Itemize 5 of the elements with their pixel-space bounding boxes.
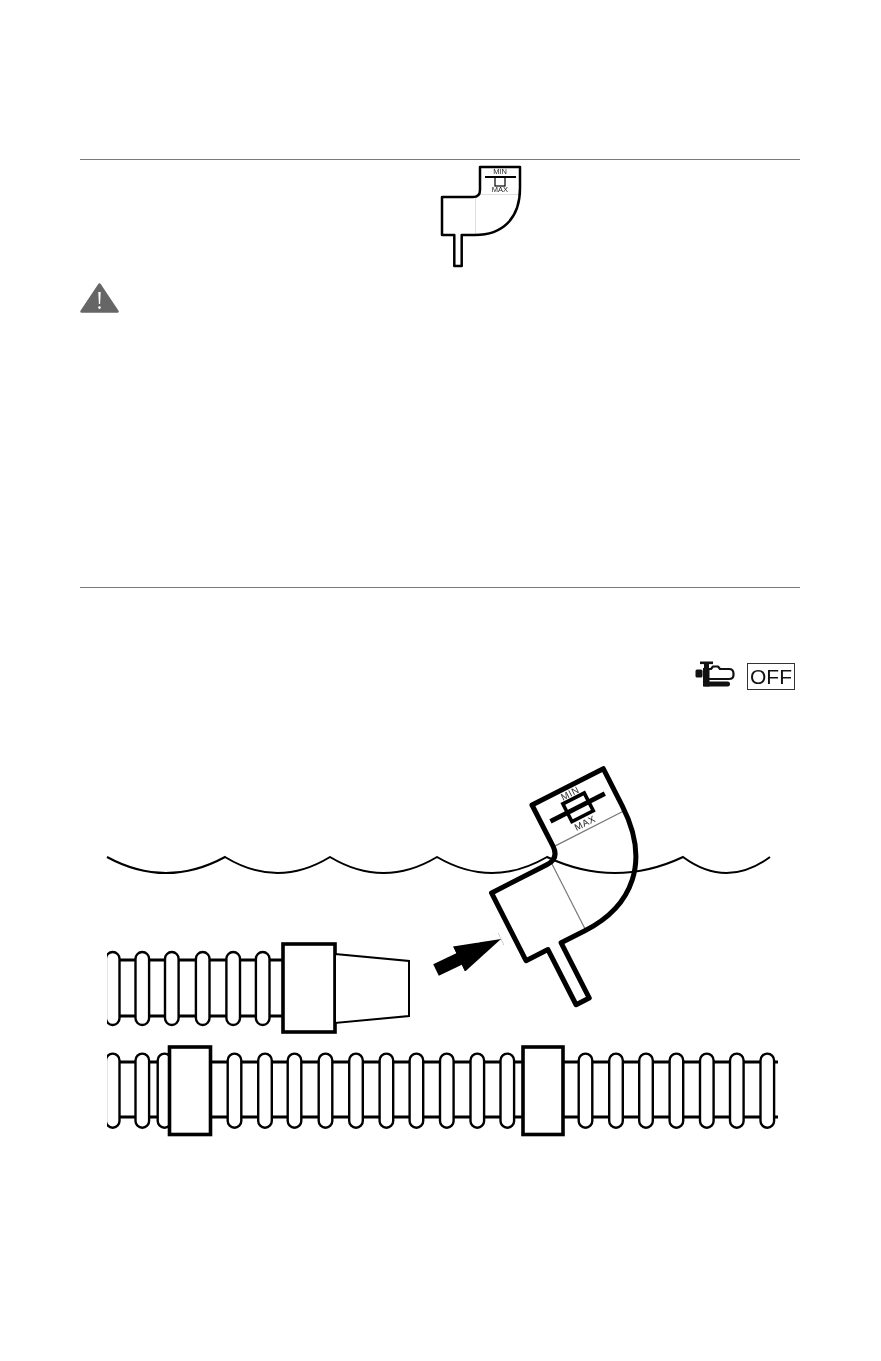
min-label: MIN — [559, 784, 581, 802]
arrow — [433, 933, 504, 976]
off-label: OFF — [750, 666, 792, 687]
max-label: MAX — [572, 813, 598, 833]
water-chamber — [440, 165, 522, 268]
